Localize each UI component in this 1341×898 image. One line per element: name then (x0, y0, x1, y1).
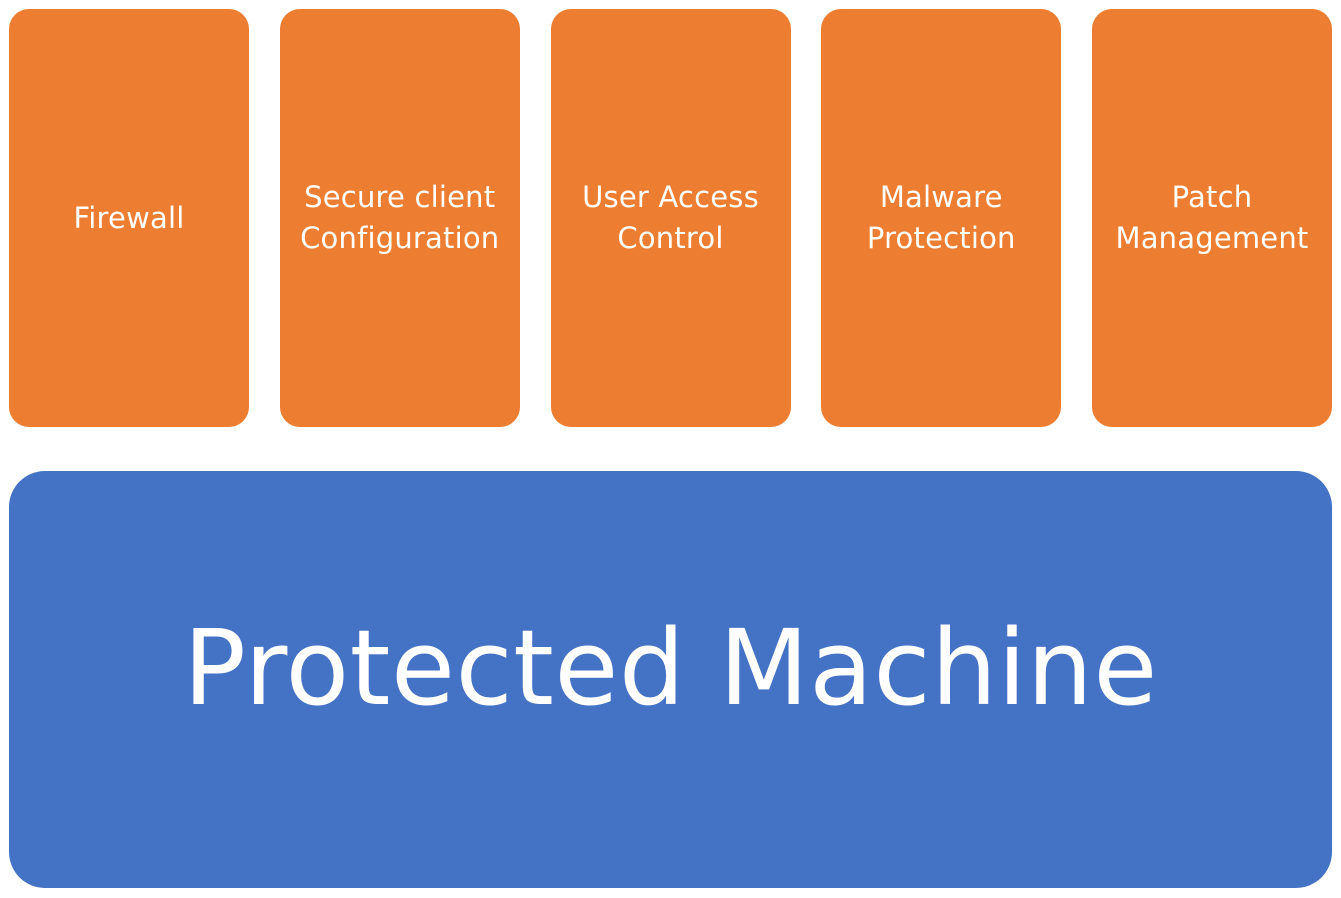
layer-box-patch-management: Patch Management (1092, 9, 1332, 427)
security-controls-row: Firewall Secure client Configuration Use… (9, 9, 1332, 427)
layer-box-malware-protection: Malware Protection (821, 9, 1062, 427)
layer-box-user-access-control: User Access Control (550, 9, 791, 427)
layer-label-patch-management: Patch Management (1115, 180, 1309, 255)
layer-label-user-access-control: User Access Control (582, 180, 759, 255)
layer-label-secure-client-configuration: Secure client Configuration (300, 180, 500, 255)
protected-machine-box: Protected Machine (9, 471, 1332, 888)
protected-machine-label: Protected Machine (183, 606, 1158, 729)
layer-box-firewall: Firewall (9, 9, 249, 427)
layer-label-malware-protection: Malware Protection (866, 180, 1016, 255)
layer-label-firewall: Firewall (73, 200, 185, 235)
layer-box-secure-client-configuration: Secure client Configuration (279, 9, 520, 427)
